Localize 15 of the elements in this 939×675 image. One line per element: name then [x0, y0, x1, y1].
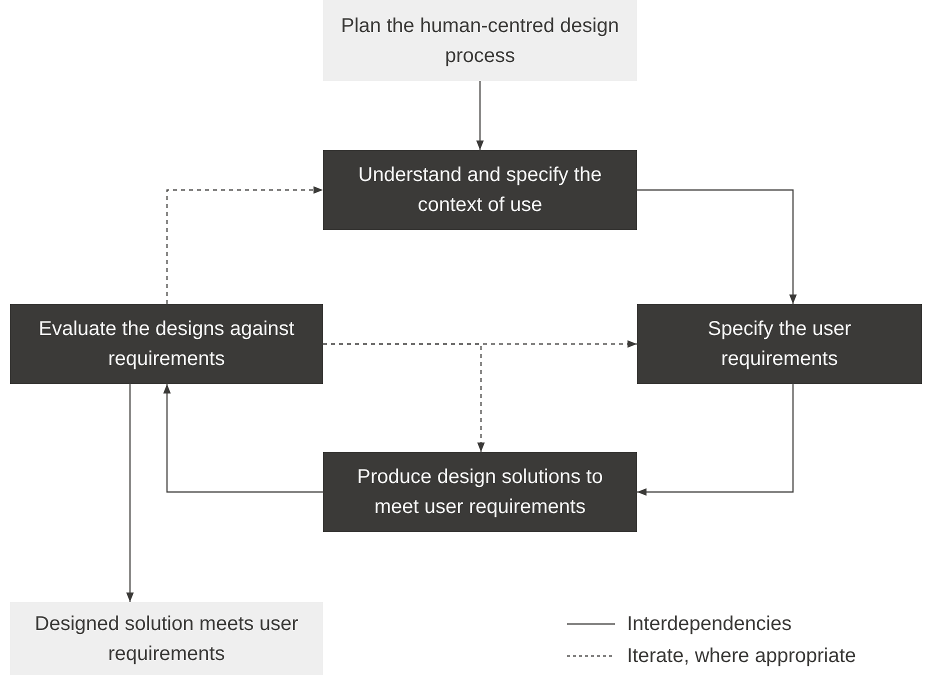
process-box: Produce design solutions to meet user requirements — [323, 452, 637, 532]
arrow — [163, 384, 323, 493]
arrow — [637, 384, 794, 496]
arrow — [166, 186, 323, 304]
process-box: Specify the user requirements — [637, 304, 922, 384]
legend-label: Interdependencies — [627, 612, 792, 637]
process-box: Understand and specify the context of use — [323, 150, 637, 230]
legend-label: Iterate, where appropriate — [627, 644, 856, 669]
arrow — [323, 343, 485, 452]
arrow — [126, 384, 134, 602]
arrow — [637, 189, 797, 304]
process-box: Evaluate the designs against requirements — [10, 304, 323, 384]
process-box: Plan the human-centred design process — [323, 0, 637, 81]
process-box: Designed solution meets user requirements — [10, 602, 323, 675]
arrow — [476, 81, 484, 150]
